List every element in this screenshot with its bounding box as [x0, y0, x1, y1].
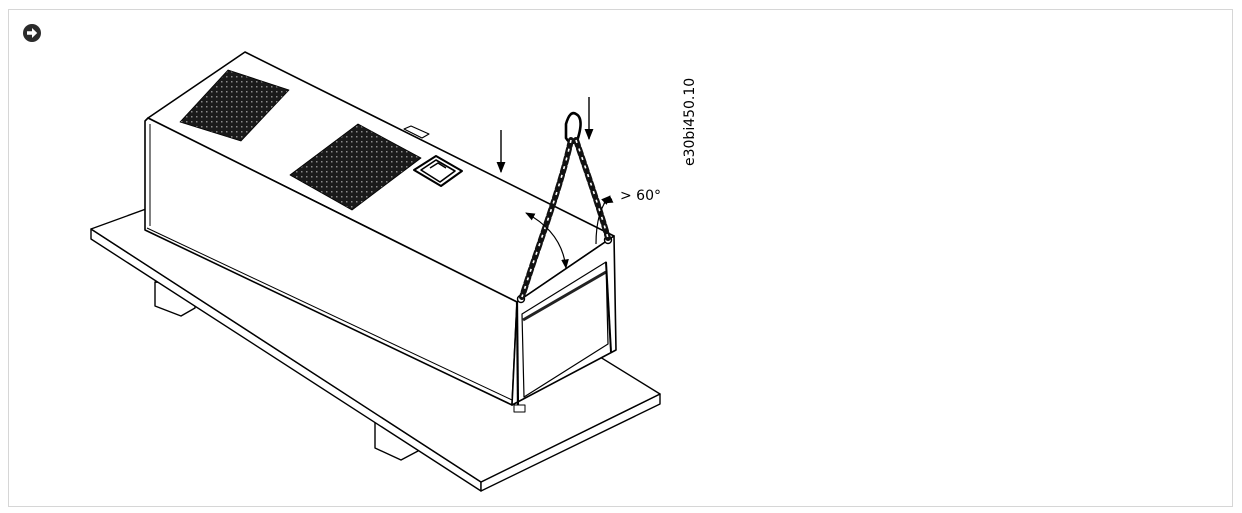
top-cover-detail	[413, 155, 463, 187]
force-arrows	[496, 97, 594, 174]
angle-indicators	[525, 195, 614, 269]
drive-enclosure	[144, 51, 617, 413]
arrow-right-circle-icon	[23, 24, 41, 42]
figure-id: e30bi450.10	[682, 66, 698, 166]
angle-label: > 60°	[620, 188, 661, 204]
figure-id-text: e30bi450.10	[682, 77, 698, 166]
